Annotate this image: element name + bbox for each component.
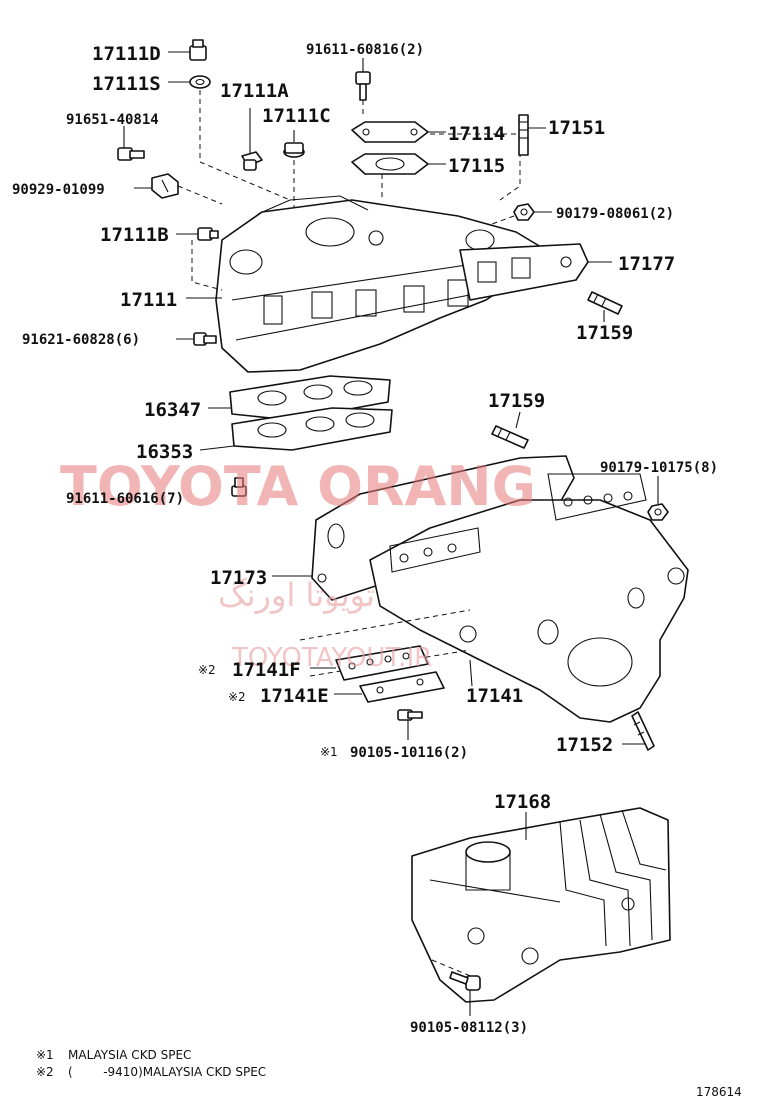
plate-17141F-drawing: [335, 645, 429, 681]
label-17177: 17177: [618, 253, 675, 275]
footnote-1-text: MALAYSIA CKD SPEC: [68, 1048, 191, 1062]
exhaust-manifold-17141-drawing: [311, 455, 689, 723]
label-17111S: 17111S: [92, 73, 161, 95]
label-17111: 17111: [120, 289, 177, 311]
label-17111D: 17111D: [92, 43, 161, 65]
gasket-17177-drawing: [459, 243, 589, 301]
label-17159-lower: 17159: [488, 390, 545, 412]
plug-17111C-drawing: [283, 142, 305, 158]
label-16347: 16347: [144, 399, 201, 421]
mark-2-17141F: ※2: [198, 663, 216, 677]
plug-17111D-drawing: [189, 39, 207, 61]
bolt-90105-08112-drawing: [449, 971, 481, 991]
bolt-91651-40814-drawing: [117, 147, 145, 161]
bolt-91621-60828-drawing: [193, 332, 217, 346]
label-90105-10116: 90105-10116(2): [350, 745, 468, 761]
label-17173: 17173: [210, 567, 267, 589]
label-91621-60828: 91621-60828(6): [22, 332, 140, 348]
label-17141F: 17141F: [232, 659, 301, 681]
label-17168: 17168: [494, 791, 551, 813]
plug-17111A-drawing: [241, 151, 263, 171]
nut-90179-10175-drawing: [647, 503, 669, 521]
label-17141: 17141: [466, 685, 523, 707]
label-91651-40814: 91651-40814: [66, 112, 159, 128]
label-90929-01099: 90929-01099: [12, 182, 105, 198]
label-17151: 17151: [548, 117, 605, 139]
plate-17115-drawing: [351, 153, 429, 175]
label-90105-08112: 90105-08112(3): [410, 1020, 528, 1036]
footnote-2-mark: ※2: [36, 1065, 54, 1079]
label-17111B: 17111B: [100, 224, 169, 246]
intake-manifold-17111-drawing: [215, 195, 547, 373]
footnote-1-mark: ※1: [36, 1048, 54, 1062]
label-91611-60816: 91611-60816(2): [306, 42, 424, 58]
bolt-90105-10116-drawing: [397, 709, 423, 721]
stud-17159-upper-drawing: [587, 291, 623, 315]
washer-17111S-drawing: [189, 75, 211, 89]
plug-17111B-drawing: [197, 227, 219, 241]
heat-insulator-17168-drawing: [411, 807, 671, 1003]
footnote-2-text: ( -9410)MALAYSIA CKD SPEC: [68, 1065, 266, 1079]
label-17111A: 17111A: [220, 80, 289, 102]
stud-17151-drawing: [518, 114, 529, 156]
label-16353: 16353: [136, 441, 193, 463]
stud-17152-drawing: [631, 711, 655, 751]
bracket-90929-01099-drawing: [151, 173, 179, 199]
label-90179-10175: 90179-10175(8): [600, 460, 718, 476]
gasket-17114-drawing: [351, 121, 429, 143]
label-17115: 17115: [448, 155, 505, 177]
label-91611-60616: 91611-60616(7): [66, 491, 184, 507]
label-17152: 17152: [556, 734, 613, 756]
label-17159-upper: 17159: [576, 322, 633, 344]
gasket-16347-drawing: [229, 375, 391, 421]
plate-17141E-drawing: [359, 671, 445, 703]
nut-90179-08061-drawing: [513, 203, 535, 221]
bolt-91611-60816-drawing: [355, 71, 371, 101]
diagram-id: 178614: [696, 1085, 742, 1099]
stud-17159-lower-drawing: [491, 425, 529, 449]
persian-watermark: تویوتا اورنگ: [218, 576, 375, 614]
label-17141E: 17141E: [260, 685, 329, 707]
site-watermark: TOYOTAYOUT.IR: [231, 643, 432, 673]
bolt-91611-60616-drawing: [231, 477, 247, 497]
label-90179-08061: 90179-08061(2): [556, 206, 674, 222]
label-17111C: 17111C: [262, 105, 331, 127]
brand-watermark: TOYOTA ORANG: [60, 455, 536, 518]
mark-2-17141E: ※2: [228, 690, 246, 704]
label-17114: 17114: [448, 123, 505, 145]
mark-1-90105-10116: ※1: [320, 745, 338, 759]
